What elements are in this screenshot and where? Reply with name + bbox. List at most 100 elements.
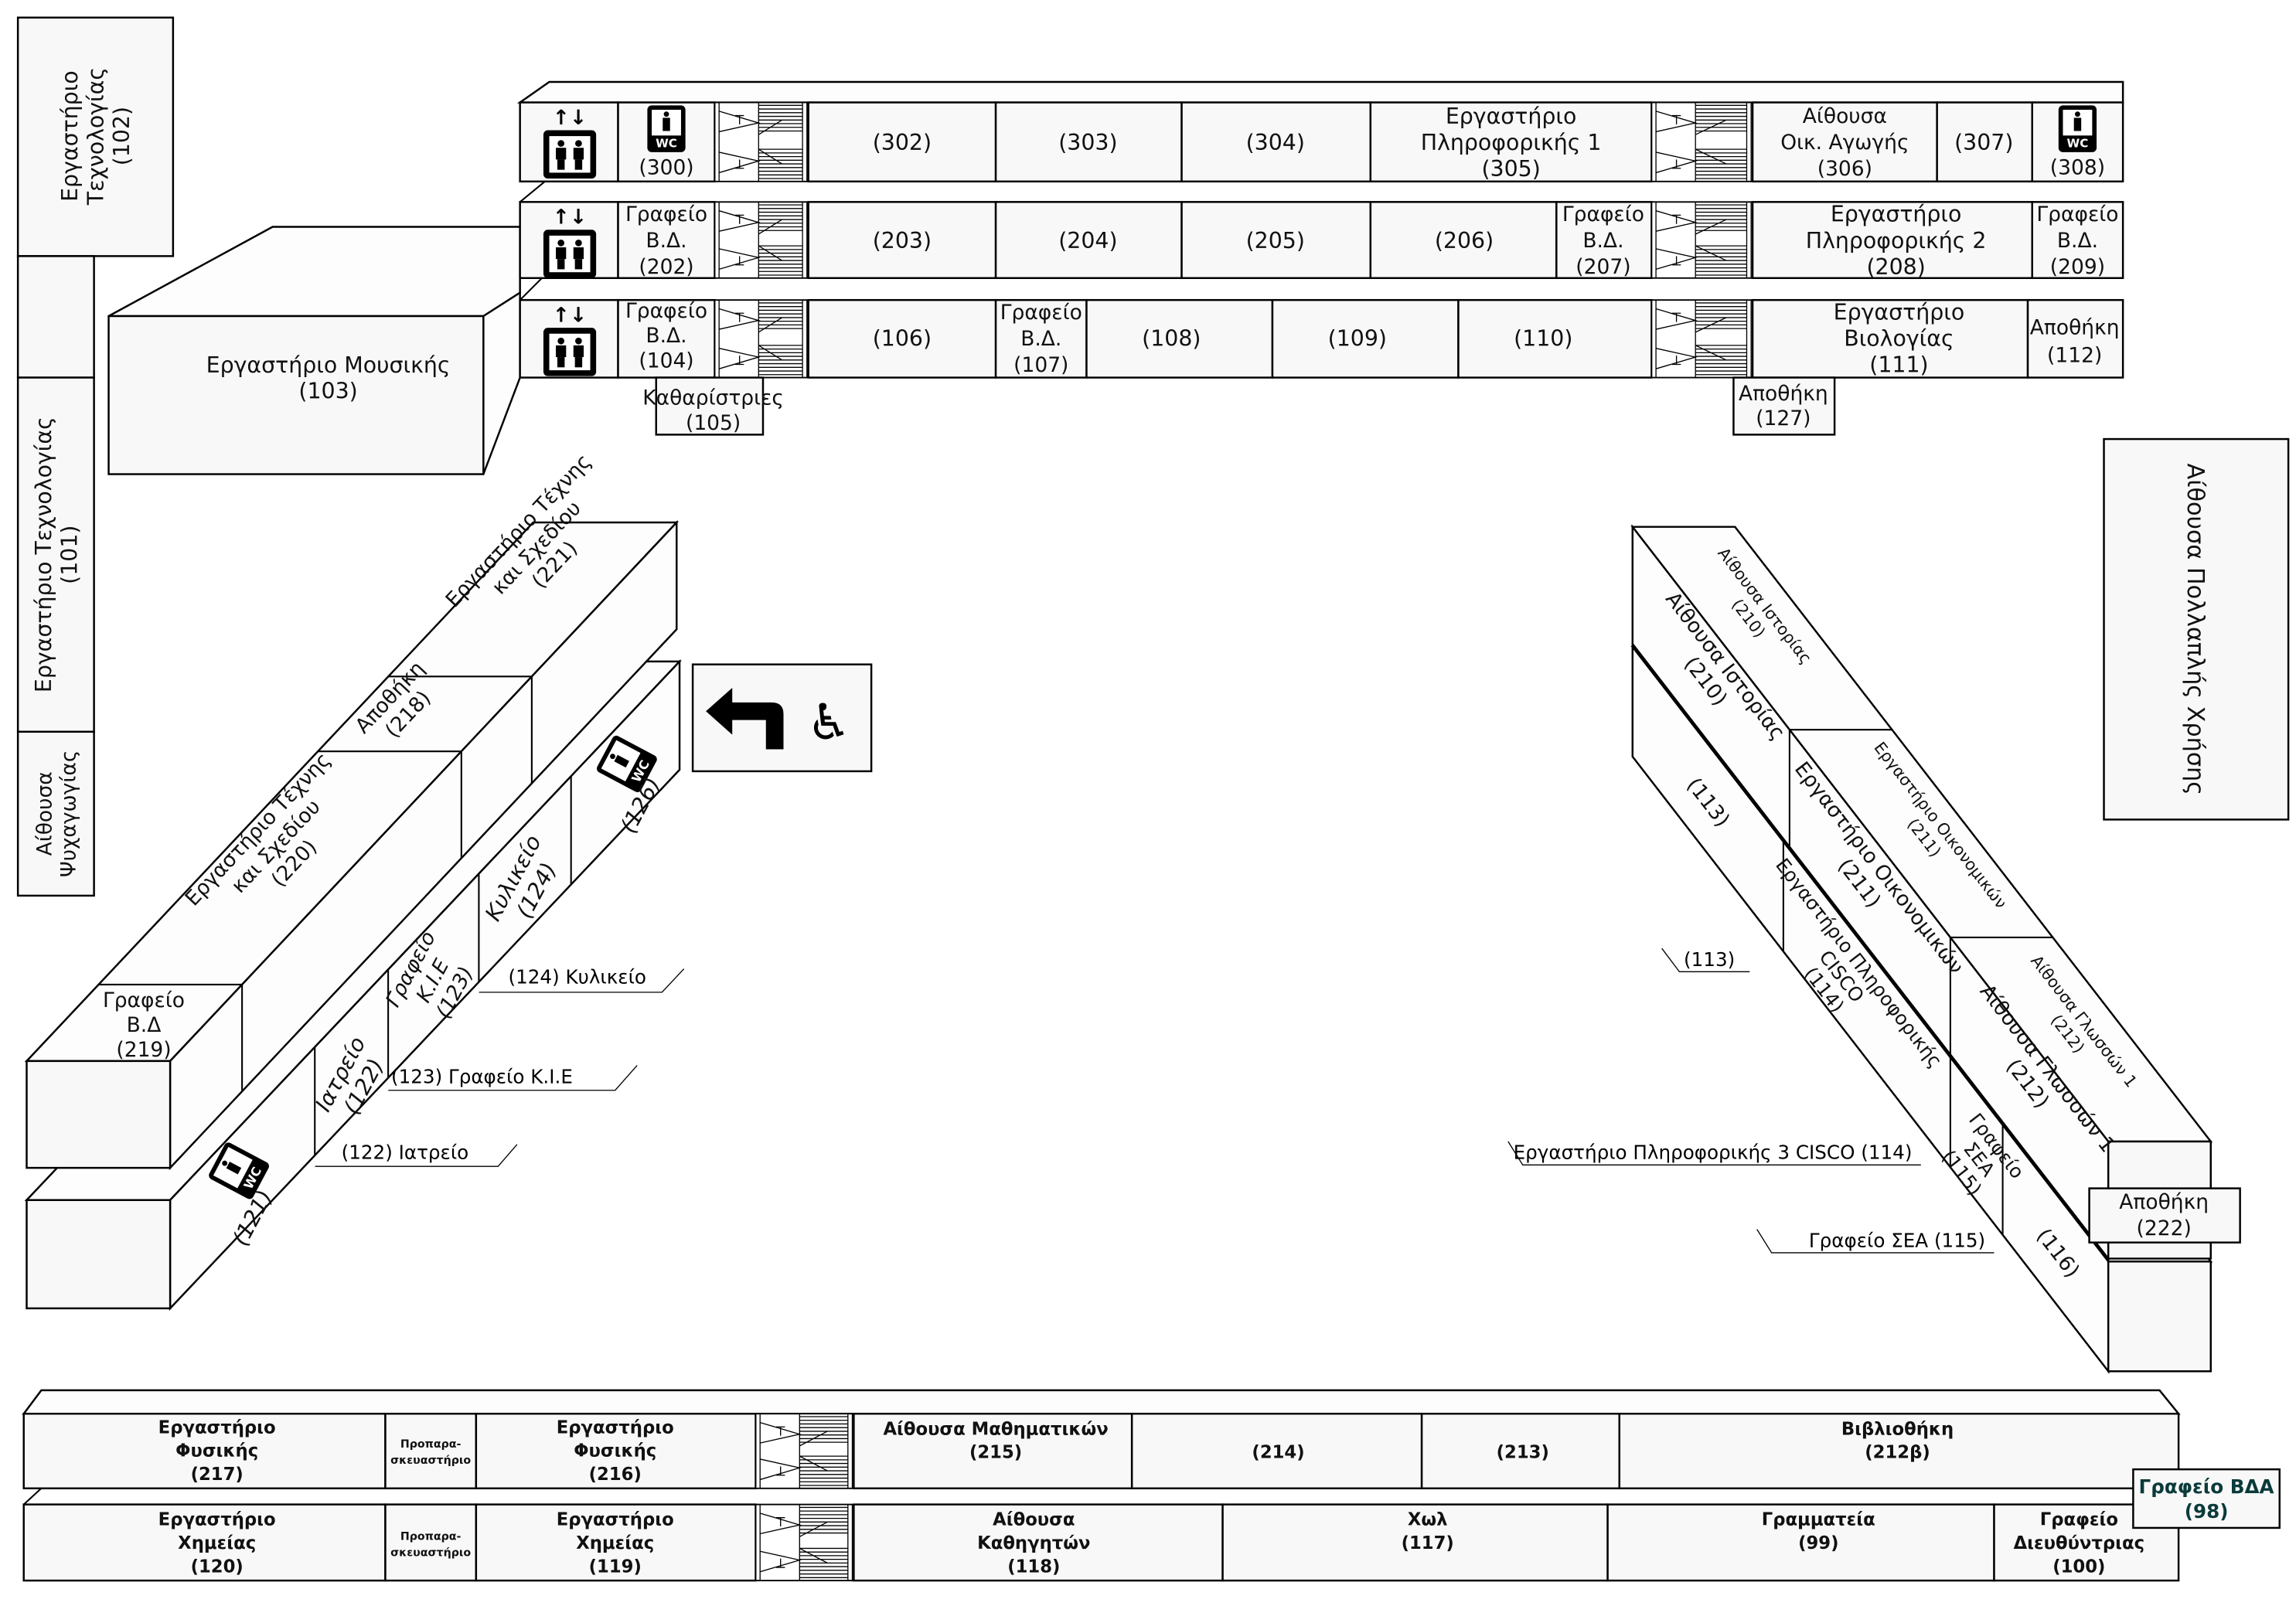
room-label-line: (102) (109, 107, 135, 165)
room-label-line: Τεχνολογίας (83, 67, 109, 206)
room-label-r206: (206) (1435, 228, 1494, 253)
callout-leader (1756, 1229, 1995, 1254)
room-label-line: Γραφείο ΒΔΑ (2139, 1475, 2274, 1498)
room-label-line: Χωλ (1408, 1510, 1448, 1530)
room-label-line: (302) (873, 130, 932, 155)
roof-edge (23, 1488, 43, 1506)
room-label-r212b: Βιβλιοθήκη(212β) (1841, 1419, 1954, 1462)
room-label-line: (103) (298, 379, 357, 404)
stair-flight (718, 210, 782, 270)
room-label-line: Γραφείο (1000, 301, 1082, 325)
room-label-line: Β.Δ (127, 1013, 162, 1037)
room-label-line: (104) (639, 349, 693, 373)
room-label-line: (308) (2050, 155, 2105, 179)
room-label-r101: Εργαστήριο Τεχνολογίας(101) (31, 417, 83, 692)
turn-left-arrow-icon (706, 687, 784, 750)
wc-text: WC (656, 136, 677, 150)
room-label-r203: (203) (873, 228, 932, 253)
room-307 (1936, 101, 2033, 183)
room-label-line: Γραφείο (103, 988, 185, 1012)
room-label-line: Καθαρίστριες (642, 386, 784, 410)
room-108 (1085, 298, 1274, 379)
stair-flight (718, 308, 782, 369)
person-head (610, 754, 615, 760)
room-label-line: (305) (1481, 156, 1540, 182)
elevator-arrows: ↑↓ (553, 206, 587, 230)
room-label-line: Εργαστήριο (57, 70, 83, 202)
room-label-line: (111) (1869, 352, 1928, 378)
room-label-line: Διευθύντριας (2014, 1533, 2145, 1553)
room-label-line: (300) (639, 155, 693, 179)
room-label-line: Εργαστήριο (158, 1417, 276, 1438)
person-head (575, 337, 582, 345)
room-label-r110: (110) (1514, 326, 1572, 352)
stairwell (714, 101, 809, 182)
room-label-r215: Αίθουσα Μαθηματικών(215) (883, 1419, 1108, 1462)
room-label-line: σκευαστήριο (390, 1455, 471, 1467)
person-body (573, 345, 584, 358)
room-305 (1369, 101, 1653, 183)
room-label-line: (106) (873, 326, 932, 352)
stair-flight (1655, 210, 1727, 270)
room-label-line: (99) (1798, 1533, 1838, 1553)
room-label-line: Αποθήκη (1739, 382, 1828, 406)
room-label-r307: (307) (1954, 130, 2013, 155)
room-label-r308: (308) (2050, 155, 2105, 179)
room-label-r303: (303) (1058, 130, 1117, 155)
music-room-side (482, 291, 521, 475)
person-body (226, 1162, 242, 1175)
room-label-line: (118) (1007, 1557, 1060, 1577)
room-label-r108: (108) (1142, 326, 1201, 352)
room-label-line: (214) (1252, 1443, 1304, 1463)
stairwell (755, 1413, 855, 1489)
wc-text: WC (2067, 136, 2089, 150)
room-label-line: Εργαστήριο (557, 1510, 674, 1530)
stair-mark (776, 1516, 785, 1568)
person-legs (574, 259, 583, 270)
room-label-line: (120) (191, 1557, 244, 1577)
callout-c124: (124) Κυλικείο (508, 965, 646, 988)
room-label-r214: (214) (1252, 1443, 1304, 1463)
stairs-icon (755, 1503, 855, 1582)
room-label-line: Εργαστήριο (1831, 202, 1962, 227)
person-head (663, 111, 669, 117)
room-106 (807, 298, 997, 379)
elevator-icon: ↑↓ (543, 106, 597, 179)
room-label-line: (100) (2052, 1557, 2105, 1577)
person-legs (557, 259, 565, 270)
room-label-line: (307) (1954, 130, 2013, 155)
wc-icon: WC (2058, 105, 2097, 152)
callout-leader (1661, 948, 1750, 973)
stair-mark (1671, 312, 1681, 366)
room-109 (1271, 298, 1460, 379)
person-body (573, 148, 584, 160)
roof-edge (519, 277, 543, 301)
left-lower-block-front (26, 1199, 172, 1310)
room-99 (1606, 1503, 1995, 1582)
room-label-line: (203) (873, 228, 932, 253)
room-label-line: Ψυχαγωγίας (57, 750, 81, 878)
stairs-icon (1650, 101, 1754, 182)
room-label-line: (105) (686, 411, 741, 435)
elevator-icon: ↑↓ (543, 206, 597, 278)
room-label-line: Β.Δ. (2057, 229, 2098, 253)
room-label-line: (213) (1497, 1443, 1549, 1463)
elevator-icon: ↑↓ (543, 304, 597, 376)
stairs-icon (714, 201, 809, 279)
person-head (557, 239, 565, 247)
room-206 (1369, 201, 1558, 280)
room-label-line: (117) (1402, 1533, 1454, 1553)
room-multipurpose (2103, 437, 2290, 821)
room-label-line: (303) (1058, 130, 1117, 155)
room-label-r302: (302) (873, 130, 932, 155)
room-107 (994, 298, 1088, 379)
stair-mark (1671, 114, 1681, 169)
